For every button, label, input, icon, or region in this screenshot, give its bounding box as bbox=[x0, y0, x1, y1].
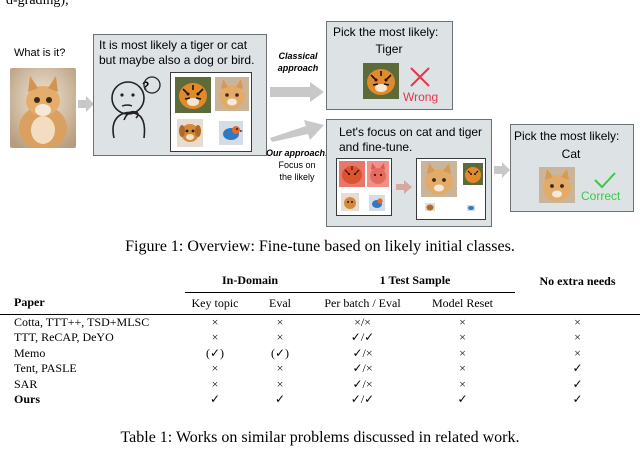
candidate-images-box bbox=[170, 72, 252, 152]
our-approach-arrow bbox=[270, 120, 324, 142]
table-cell-model-reset: ✓ bbox=[457, 392, 468, 407]
final-panel-answer: Cat bbox=[561, 147, 581, 161]
correct-label: Correct bbox=[581, 189, 621, 203]
focused-classes-box bbox=[336, 158, 392, 216]
classical-panel-title: Pick the most likely: bbox=[333, 25, 439, 39]
likely-classes-text: It is most likely a tiger or cat but may… bbox=[99, 38, 255, 67]
table-cell-key-topic: × bbox=[211, 376, 219, 391]
bird-image bbox=[219, 121, 243, 145]
cat-image bbox=[215, 77, 249, 111]
finetune-text: Let's focus on cat and tiger and fine-tu… bbox=[339, 125, 483, 154]
table-cell-paper: Tent, PASLE bbox=[14, 361, 77, 376]
question-label: What is it? bbox=[14, 47, 66, 59]
finetuned-classes-box bbox=[416, 158, 486, 220]
table-cell-eval: × bbox=[276, 361, 284, 376]
bird-tiny-image bbox=[467, 205, 475, 211]
table-cell-per-batch: ✓/× bbox=[352, 376, 373, 391]
dog-small-image bbox=[341, 193, 359, 211]
table-cell-paper: Memo bbox=[14, 345, 46, 360]
our-approach-subtext: Focus on the likely bbox=[278, 160, 316, 182]
classical-panel-answer: Tiger bbox=[375, 42, 403, 56]
our-approach-label: Our approach: Focus on the likely bbox=[262, 147, 332, 183]
table-caption: Table 1: Works on similar problems discu… bbox=[120, 429, 520, 446]
table-cell-eval: (✓) bbox=[270, 345, 290, 360]
input-cat-image bbox=[10, 68, 76, 148]
classical-result-panel: Pick the most likely: Tiger Wrong bbox=[326, 21, 453, 110]
sub-header-eval: Eval bbox=[245, 292, 316, 315]
table-row: Cotta, TTT++, TSD+MLSC × × ×/× × × bbox=[0, 314, 640, 330]
table-cell-eval: × bbox=[276, 376, 284, 391]
table-cell-per-batch: ✓/× bbox=[352, 345, 373, 360]
correct-check-icon bbox=[594, 172, 616, 189]
wrong-label: Wrong bbox=[403, 90, 439, 104]
final-panel-title: Pick the most likely: bbox=[514, 129, 620, 143]
tiger-image bbox=[175, 77, 211, 113]
table-cell-eval: ✓ bbox=[274, 392, 286, 407]
preceding-text-fragment: d-grading), bbox=[6, 0, 69, 8]
table-cell-per-batch: ✓/✓ bbox=[350, 330, 375, 345]
sub-header-model-reset: Model Reset bbox=[410, 292, 516, 315]
table-cell-no-extra: ✓ bbox=[572, 361, 583, 376]
figure-caption: Figure 1: Overview: Fine-tune based on l… bbox=[125, 238, 515, 255]
group-header-test-sample: 1 Test Sample bbox=[315, 270, 516, 293]
tiger-result-image bbox=[363, 63, 399, 99]
bird-small-image bbox=[369, 195, 385, 211]
final-arrow bbox=[494, 162, 510, 178]
cat-focus-image bbox=[367, 161, 389, 187]
table-cell-model-reset: × bbox=[459, 314, 466, 329]
table-cell-no-extra: ✓ bbox=[572, 392, 583, 407]
table-cell-no-extra: × bbox=[574, 330, 581, 345]
table-cell-no-extra: × bbox=[574, 345, 581, 360]
dog-image bbox=[177, 119, 203, 147]
classical-arrow bbox=[270, 82, 324, 102]
classical-approach-text: Classical approach bbox=[277, 51, 319, 73]
finetune-small-arrow bbox=[396, 180, 412, 194]
table-row: Tent, PASLE × × ✓/× × ✓ bbox=[0, 361, 640, 377]
table-cell-paper: Ours bbox=[14, 392, 41, 407]
cat-result-image bbox=[539, 167, 575, 203]
table-cell-eval: × bbox=[276, 314, 284, 329]
wrong-cross-icon bbox=[410, 67, 430, 87]
table-row: Memo (✓) (✓) ✓/× × × bbox=[0, 346, 640, 362]
table-cell-model-reset: × bbox=[459, 345, 466, 360]
table-cell-key-topic: × bbox=[211, 330, 219, 345]
tiger-focus-image bbox=[339, 161, 365, 187]
thinking-person-icon: ? bbox=[100, 76, 168, 151]
table-cell-per-batch: ✓/× bbox=[352, 361, 373, 376]
table-cell-model-reset: × bbox=[459, 376, 466, 391]
table-row: Ours ✓ ✓ ✓/✓ ✓ ✓ bbox=[0, 392, 640, 408]
dog-tiny-image bbox=[425, 203, 435, 211]
table-cell-model-reset: × bbox=[459, 361, 466, 376]
svg-text:?: ? bbox=[142, 79, 149, 93]
sub-header-per-batch: Per batch / Eval bbox=[315, 292, 411, 315]
tiger-small-image bbox=[463, 163, 483, 185]
table-cell-no-extra: ✓ bbox=[572, 376, 583, 391]
table-cell-no-extra: × bbox=[574, 314, 581, 329]
table-cell-model-reset: × bbox=[459, 330, 466, 345]
flow-arrow bbox=[78, 96, 94, 112]
table-cell-paper: SAR bbox=[14, 376, 38, 391]
group-header-no-extra: No extra needs bbox=[539, 273, 616, 288]
final-result-panel: Pick the most likely: Cat Correct bbox=[510, 124, 634, 212]
table-cell-per-batch: ×/× bbox=[354, 314, 371, 329]
table-cell-key-topic: (✓) bbox=[205, 345, 225, 360]
table-cell-per-batch: ✓/✓ bbox=[350, 392, 375, 407]
table-row: TTT, ReCAP, DeYO × × ✓/✓ × × bbox=[0, 330, 640, 346]
our-approach-text: Our approach: bbox=[265, 148, 328, 158]
table-cell-paper: TTT, ReCAP, DeYO bbox=[14, 330, 114, 345]
table-cell-paper: Cotta, TTT++, TSD+MLSC bbox=[14, 314, 150, 329]
table-cell-key-topic: × bbox=[211, 314, 219, 329]
group-header-in-domain: In-Domain bbox=[185, 270, 316, 293]
sub-header-key-topic: Key topic bbox=[185, 292, 245, 315]
table-cell-key-topic: ✓ bbox=[209, 392, 221, 407]
table-cell-key-topic: × bbox=[211, 361, 219, 376]
paper-header: Paper bbox=[0, 292, 185, 315]
classical-approach-label: Classical approach bbox=[265, 50, 331, 74]
table-row: SAR × × ✓/× × ✓ bbox=[0, 377, 640, 393]
table-cell-eval: × bbox=[276, 330, 284, 345]
cat-large-image bbox=[421, 161, 457, 197]
comparison-table: In-Domain 1 Test Sample No extra needs P… bbox=[0, 270, 640, 408]
